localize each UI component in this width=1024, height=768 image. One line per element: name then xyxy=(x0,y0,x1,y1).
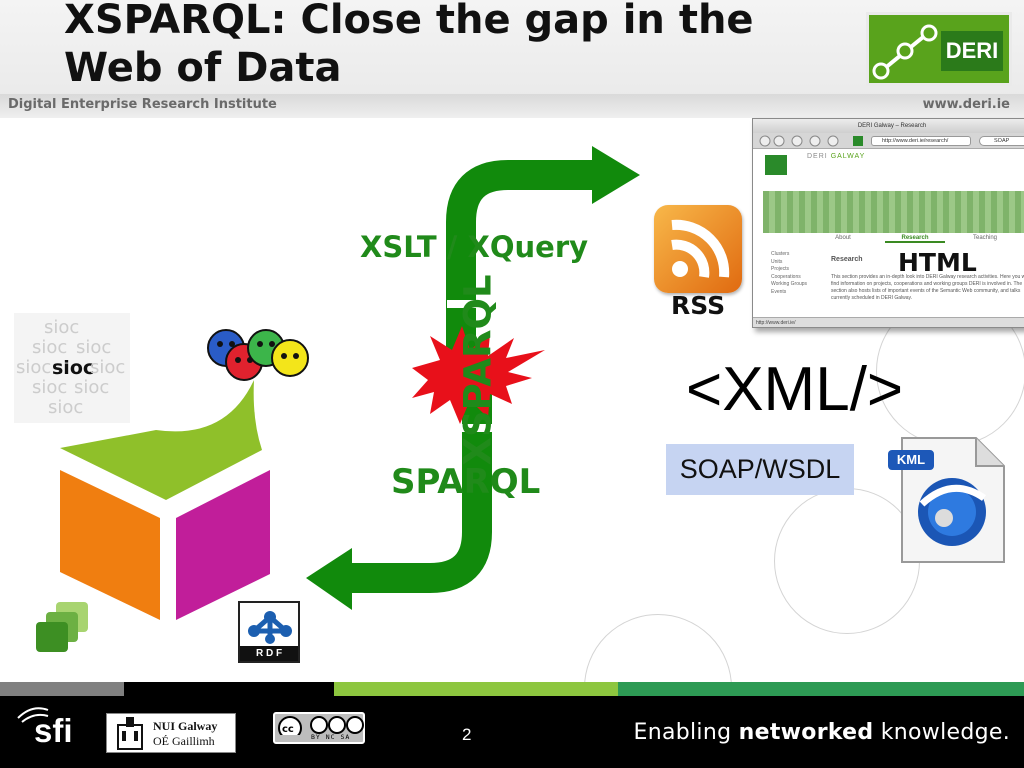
browser-sidebar: Clusters Units Projects Cooperations Wor… xyxy=(771,251,807,296)
rdf-logo: R D F xyxy=(238,601,300,663)
nui-name: NUI Galway xyxy=(153,719,218,733)
footer-color-stripe xyxy=(0,682,1024,696)
institute-name: Digital Enterprise Research Institute xyxy=(8,97,277,112)
browser-status-bar: http://www.deri.ie/ xyxy=(753,317,1024,327)
xsparql-label: XSPARQL xyxy=(456,274,500,466)
header-divider xyxy=(0,94,1024,118)
browser-brand: DERI GALWAY xyxy=(807,153,866,160)
kml-file-icon: KML xyxy=(888,436,1008,564)
footer-tagline: Enabling networked knowledge. xyxy=(633,720,1010,745)
xsparql-diagram xyxy=(306,146,640,610)
layers-icon xyxy=(36,602,88,652)
browser-screenshot: DERI Galway – Research http://www.deri.i… xyxy=(752,118,1024,328)
arrow-to-xml-web xyxy=(446,160,600,370)
browser-sidebar-item[interactable]: Projects xyxy=(771,266,790,272)
chain-icon xyxy=(872,24,938,80)
browser-body-text: This section provides an in-depth look i… xyxy=(831,274,1024,301)
rss-label: RSS xyxy=(671,291,726,320)
sparql-label: SPARQL xyxy=(391,462,541,502)
browser-sidebar-item[interactable]: Events xyxy=(771,288,787,295)
browser-tab-research[interactable]: Research xyxy=(885,233,945,243)
browser-banner xyxy=(763,191,1024,233)
deri-logo: DERI xyxy=(866,12,1012,86)
soap-wsdl-label: SOAP/WSDL xyxy=(666,444,854,495)
browser-sidebar-item[interactable]: Units xyxy=(771,258,783,265)
browser-sidebar-item[interactable]: Clusters xyxy=(771,251,790,257)
sioc-logo: sioc sioc sioc sioc sioc sioc sioc sioc … xyxy=(14,313,130,423)
browser-title: DERI Galway – Research xyxy=(753,119,1024,133)
xml-label: <XML/> xyxy=(686,355,904,424)
arrow-head-right xyxy=(592,146,640,204)
kml-badge: KML xyxy=(888,450,934,470)
sfi-swoosh-icon xyxy=(17,707,49,723)
xslt-xquery-label: XSLT / XQuery xyxy=(360,230,589,264)
arrow-head-left xyxy=(306,548,352,610)
browser-nav-icons xyxy=(759,135,863,147)
nui-irish-name: OÉ Gaillimh xyxy=(153,734,215,748)
cc-terms: BY NC SA xyxy=(311,733,351,741)
arrow-to-rdf-web xyxy=(340,360,492,593)
collision-burst-icon xyxy=(412,326,545,424)
sfi-logo: sfi xyxy=(34,712,73,749)
nui-galway-logo: NUI Galway OÉ Gaillimh xyxy=(106,713,236,753)
browser-sidebar-item[interactable]: Cooperations xyxy=(771,273,801,280)
browser-toolbar: http://www.deri.ie/research/ SOAP xyxy=(753,133,1024,149)
site-url[interactable]: www.deri.ie xyxy=(922,97,1010,112)
browser-heading: Research xyxy=(831,256,863,263)
foaf-faces-icon xyxy=(207,329,309,381)
browser-sidebar-item[interactable]: Working Groups xyxy=(771,281,808,287)
browser-search-field[interactable]: SOAP xyxy=(979,136,1024,146)
svg-text:cc: cc xyxy=(282,724,294,735)
rdf-graph-icon xyxy=(248,611,292,644)
cc-by-nc-sa-icon: cc xyxy=(278,716,364,735)
semantic-web-cube-icon xyxy=(60,380,270,620)
page-number: 2 xyxy=(462,725,472,744)
rdf-badge: R D F xyxy=(240,646,298,661)
deri-small-logo xyxy=(765,155,787,175)
browser-tab-teaching[interactable]: Teaching xyxy=(972,235,998,241)
html-label: HTML xyxy=(898,248,977,277)
creative-commons-badge[interactable]: cc BY NC SA xyxy=(273,712,365,744)
deri-logo-text: DERI xyxy=(941,31,1003,71)
browser-tab-about[interactable]: About xyxy=(835,235,851,241)
browser-url-field[interactable]: http://www.deri.ie/research/ xyxy=(871,136,971,146)
slide-title: XSPARQL: Close the gap in the Web of Dat… xyxy=(64,0,754,91)
rss-icon xyxy=(654,205,742,293)
university-building-icon xyxy=(117,717,143,750)
